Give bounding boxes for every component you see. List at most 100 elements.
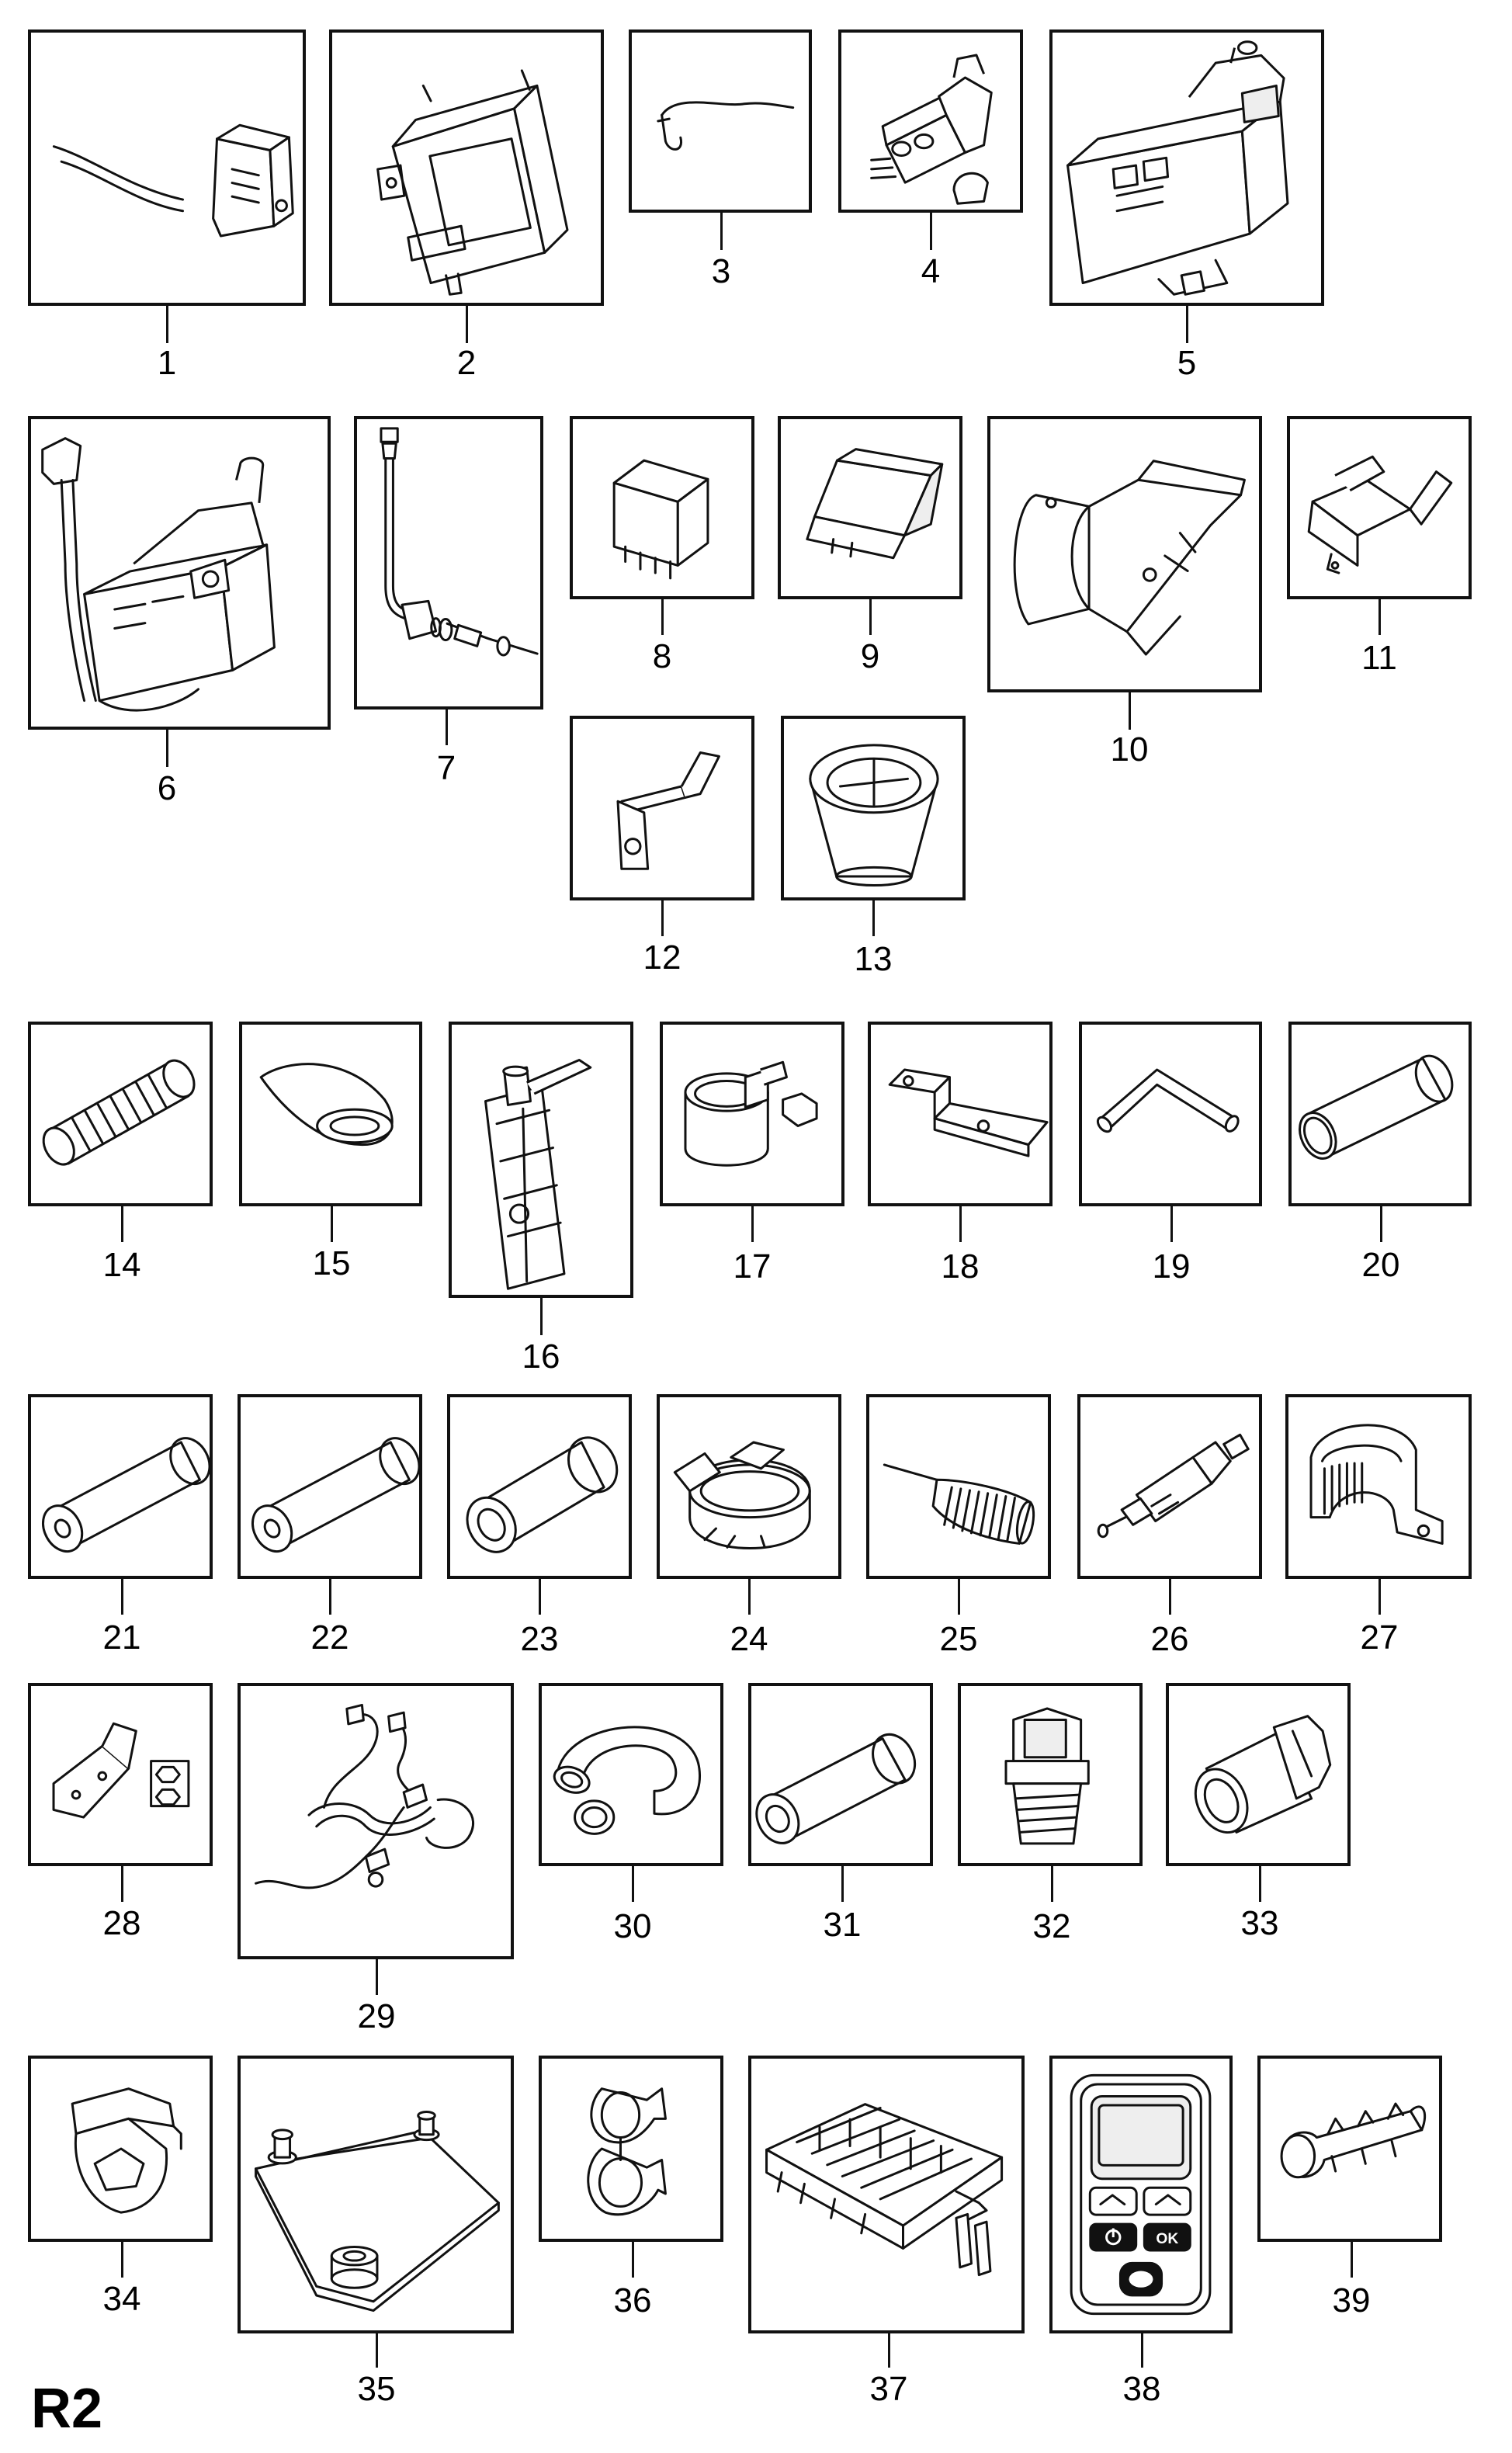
control-unit-icon bbox=[332, 33, 601, 303]
part-number-10: 10 bbox=[1110, 730, 1149, 769]
hose-icon bbox=[751, 1686, 930, 1863]
part-8-box bbox=[570, 416, 754, 599]
part-number-7: 7 bbox=[436, 749, 456, 787]
part-37-box bbox=[748, 2056, 1025, 2333]
part-number-32: 32 bbox=[1032, 1907, 1071, 1945]
adapter-fitting-icon bbox=[1169, 1686, 1347, 1863]
part-15-box bbox=[239, 1022, 422, 1206]
hose-icon bbox=[450, 1397, 629, 1576]
bent-hose-icon bbox=[542, 1686, 720, 1863]
part-20-box bbox=[1288, 1022, 1472, 1206]
part-32-box bbox=[958, 1683, 1143, 1866]
part-30-box bbox=[539, 1683, 723, 1866]
part-number-19: 19 bbox=[1152, 1247, 1191, 1285]
sheet-label: R2 bbox=[31, 2378, 103, 2440]
double-clip-icon bbox=[542, 2059, 720, 2239]
part-number-28: 28 bbox=[102, 1904, 141, 1942]
part-18-box bbox=[868, 1022, 1053, 1206]
sensor-icon bbox=[31, 33, 303, 303]
bracket-icon bbox=[1290, 419, 1469, 596]
part-number-24: 24 bbox=[730, 1620, 768, 1658]
mounting-bracket-icon bbox=[990, 419, 1259, 689]
pipe-clamp-icon bbox=[663, 1025, 841, 1203]
mounting-plate-icon bbox=[241, 2059, 511, 2330]
part-10-box bbox=[987, 416, 1262, 692]
part-number-22: 22 bbox=[310, 1619, 349, 1657]
hose-icon bbox=[241, 1397, 419, 1576]
part-35-box bbox=[238, 2056, 514, 2333]
part-23-box bbox=[447, 1394, 632, 1579]
part-11-box bbox=[1287, 416, 1472, 599]
part-5-box bbox=[1049, 29, 1324, 306]
intake-silencer-icon bbox=[869, 1397, 1048, 1576]
part-27-box bbox=[1285, 1394, 1472, 1579]
part-number-39: 39 bbox=[1332, 2281, 1371, 2319]
part-22-box bbox=[238, 1394, 422, 1579]
part-number-38: 38 bbox=[1122, 2370, 1161, 2408]
metering-pump-icon bbox=[1080, 1397, 1259, 1576]
elbow-hose-icon bbox=[1082, 1025, 1259, 1203]
part-21-box bbox=[28, 1394, 213, 1579]
part-12-box bbox=[570, 716, 754, 900]
part-number-14: 14 bbox=[102, 1246, 141, 1284]
part-number-26: 26 bbox=[1150, 1620, 1189, 1658]
part-19-box bbox=[1079, 1022, 1262, 1206]
part-29-box bbox=[238, 1683, 514, 1959]
part-34-box bbox=[28, 2056, 213, 2242]
part-number-37: 37 bbox=[869, 2370, 908, 2408]
part-number-2: 2 bbox=[456, 344, 477, 382]
part-number-1: 1 bbox=[157, 344, 177, 382]
fuel-line-icon bbox=[357, 419, 540, 706]
part-7-box bbox=[354, 416, 543, 710]
flexible-hose-icon bbox=[31, 1025, 210, 1203]
part-number-30: 30 bbox=[613, 1907, 652, 1945]
heater-with-harness-icon bbox=[31, 419, 328, 727]
part-4-box bbox=[838, 29, 1023, 213]
part-number-6: 6 bbox=[157, 769, 177, 807]
remote-control-icon: OK bbox=[1053, 2059, 1229, 2330]
part-39-box bbox=[1257, 2056, 1442, 2242]
part-number-23: 23 bbox=[520, 1620, 559, 1658]
part-24-box bbox=[657, 1394, 841, 1579]
part-28-box bbox=[28, 1683, 213, 1866]
part-25-box bbox=[866, 1394, 1051, 1579]
part-26-box bbox=[1077, 1394, 1262, 1579]
hose-clamp-icon bbox=[660, 1397, 838, 1576]
bracket-with-nuts-icon bbox=[31, 1686, 210, 1863]
part-number-35: 35 bbox=[357, 2370, 396, 2408]
part-3-box bbox=[629, 29, 812, 213]
part-31-box bbox=[748, 1683, 933, 1866]
pipe-icon bbox=[1292, 1025, 1469, 1203]
cup-icon bbox=[784, 719, 962, 897]
part-2-box bbox=[329, 29, 604, 306]
part-6-box bbox=[28, 416, 331, 730]
connector-icon bbox=[841, 33, 1020, 210]
part-1-box bbox=[28, 29, 306, 306]
part-36-box bbox=[539, 2056, 723, 2242]
wire-icon bbox=[632, 33, 809, 210]
wiring-harness-icon bbox=[241, 1686, 511, 1956]
part-number-25: 25 bbox=[939, 1620, 978, 1658]
exhaust-muffler-icon bbox=[452, 1025, 630, 1295]
bracket-icon bbox=[573, 719, 751, 897]
hose-icon bbox=[31, 1397, 210, 1576]
part-number-9: 9 bbox=[860, 637, 880, 675]
holder-clip-icon bbox=[1261, 2059, 1439, 2239]
part-number-8: 8 bbox=[652, 637, 672, 675]
heater-unit-icon bbox=[1053, 33, 1321, 303]
part-38-box: OK bbox=[1049, 2056, 1233, 2333]
relay-icon bbox=[573, 419, 751, 596]
part-14-box bbox=[28, 1022, 213, 1206]
part-16-box bbox=[449, 1022, 633, 1298]
fuse-box-icon bbox=[751, 2059, 1021, 2330]
part-number-4: 4 bbox=[921, 252, 941, 290]
part-number-31: 31 bbox=[823, 1906, 862, 1944]
ok-button-label: OK bbox=[1156, 2231, 1178, 2247]
part-number-33: 33 bbox=[1240, 1904, 1279, 1942]
part-number-34: 34 bbox=[102, 2280, 141, 2318]
part-number-17: 17 bbox=[733, 1247, 772, 1285]
part-number-27: 27 bbox=[1360, 1619, 1399, 1657]
part-9-box bbox=[778, 416, 962, 599]
gasket-icon bbox=[242, 1025, 419, 1203]
part-number-18: 18 bbox=[941, 1247, 980, 1285]
